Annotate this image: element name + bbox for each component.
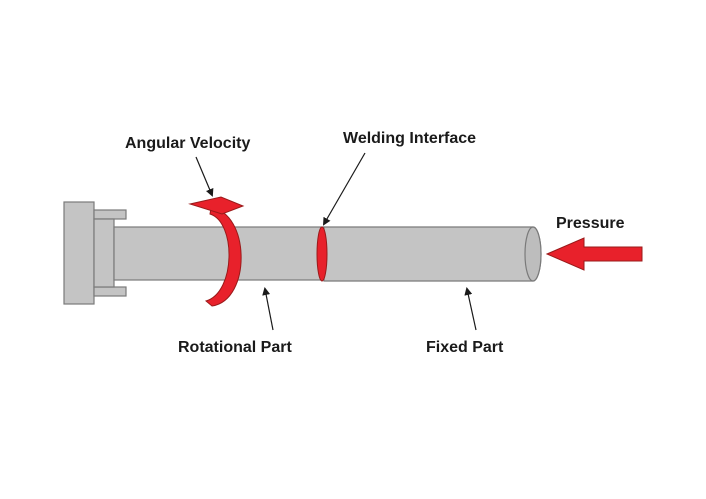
welding-interface-ring (316, 226, 328, 282)
welding-interface-label: Welding Interface (343, 130, 476, 147)
rotational-part-leader (262, 287, 274, 331)
fixed-part-leader (464, 287, 477, 331)
rotational-part-label: Rotational Part (178, 339, 292, 356)
fixed-part-label: Fixed Part (426, 339, 504, 356)
chuck-clamp (63, 201, 127, 305)
angular-velocity-label: Angular Velocity (125, 135, 250, 152)
chuck-body (93, 218, 115, 288)
pressure-label: Pressure (556, 215, 625, 232)
angular-velocity-leader (195, 156, 214, 197)
welding-interface-leader (322, 152, 366, 226)
fixed-part-end-face (524, 226, 542, 282)
chuck-jaw-top (93, 209, 127, 220)
chuck-base (63, 201, 95, 305)
rotation-arrow-icon (188, 196, 245, 307)
chuck-jaw-bottom (93, 286, 127, 297)
fixed-part-rod (323, 226, 542, 282)
pressure-arrow-icon (545, 237, 643, 271)
rotational-part-rod (113, 226, 325, 281)
